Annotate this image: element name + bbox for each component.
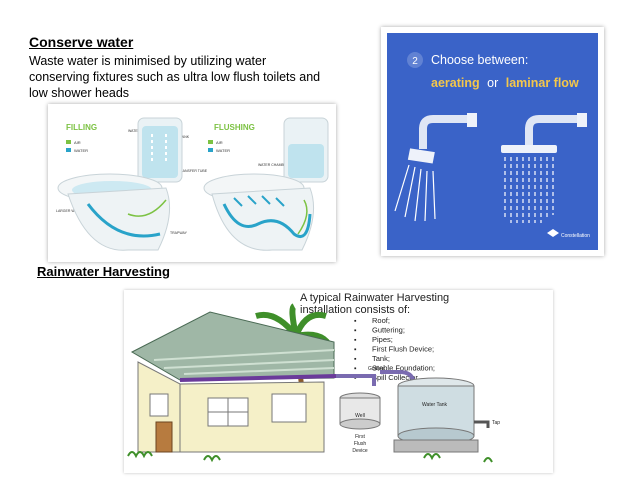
flushing-label: FLUSHING [214,123,255,132]
rain-title-line1: A typical Rainwater Harvesting [300,292,449,304]
rain-components-list: ▪ Roof; ▪ Guttering; ▪ Pipes; ▪ First Flush Dev… [354,316,435,382]
laminar-shower-icon [501,113,587,223]
rain-list-item: Roof; [372,316,390,325]
conserve-water-body: Waste water is minimised by utilizing wa… [29,54,321,100]
rain-list-item: Tank; [372,354,390,363]
roof-drawing [130,311,337,382]
legend-air-label-2: AIR [216,140,223,145]
first-flush-label-3: Device [352,448,368,454]
option-aerating: aerating [431,76,480,90]
shower-head-card: 2 Choose between: aerating or laminar fl… [381,27,604,256]
step-badge [407,52,423,68]
rainwater-harvesting-image: A typical Rainwater Harvesting installat… [124,290,553,473]
brand-logo-icon [547,229,559,237]
rain-list-bullet: ▪ [354,318,357,325]
flushing-toilet-drawing [203,117,329,251]
first-flush-device-drawing [339,392,381,430]
shower-card-title: Choose between: [431,53,528,67]
legend-water-swatch-2 [208,148,213,152]
brand-label: Constellation [561,233,590,239]
rain-list-item: First Flush Device; [372,345,434,354]
legend-water-swatch [66,148,71,152]
rain-list-item: Pipes; [372,335,393,344]
legend-air-label: AIR [74,140,81,145]
grass-drawing [127,451,493,463]
aerating-shower-icon [394,113,477,222]
shower-card-options: aerating or laminar flow [431,76,579,90]
house-drawing [137,361,325,453]
rain-list-bullet: ▪ [354,337,357,344]
toilet-diagram-image: FILLING AIR WATER WATER CHAMBER TANK TRA… [48,104,336,262]
well-label: Well [355,413,365,419]
rain-list-bullet: ▪ [354,375,357,382]
rain-list-item: Stable Foundation; [372,364,435,373]
transfer-tube-label: TRANSFER TUBE [178,169,208,173]
water-chamber-label-2: WATER CHAMBER [258,163,289,167]
rain-list-bullet: ▪ [354,347,357,354]
conserve-water-heading: Conserve water [29,34,134,50]
water-tank-drawing [393,377,490,453]
rain-title-line2: installation consists of: [300,304,410,316]
filling-toilet-drawing [57,117,183,251]
legend-water-label: WATER [74,148,88,153]
legend-air-swatch [66,140,71,144]
filling-label: FILLING [66,123,97,132]
water-tank-label: Water Tank [422,402,448,408]
gutters-label: Gutters [368,366,385,372]
legend-water-label-2: WATER [216,148,230,153]
legend-air-swatch-2 [208,140,213,144]
rainwater-harvesting-heading: Rainwater Harvesting [37,264,170,279]
rain-list-item: Spill Collector. [372,373,420,382]
first-flush-label-2: Flush [354,441,366,447]
option-laminar: laminar flow [506,76,579,90]
rain-list-bullet: ▪ [354,328,357,335]
rain-list-bullet: ▪ [354,356,357,363]
tank-label: TANK [180,135,190,139]
trapway-label: TRAPWAY [170,231,188,235]
first-flush-label-1: First [355,434,365,440]
rain-list-bullet: ▪ [354,366,357,373]
step-number: 2 [412,56,418,67]
tap-label: Tap [492,420,500,426]
option-or: or [487,76,498,90]
rain-list-item: Guttering; [372,326,405,335]
